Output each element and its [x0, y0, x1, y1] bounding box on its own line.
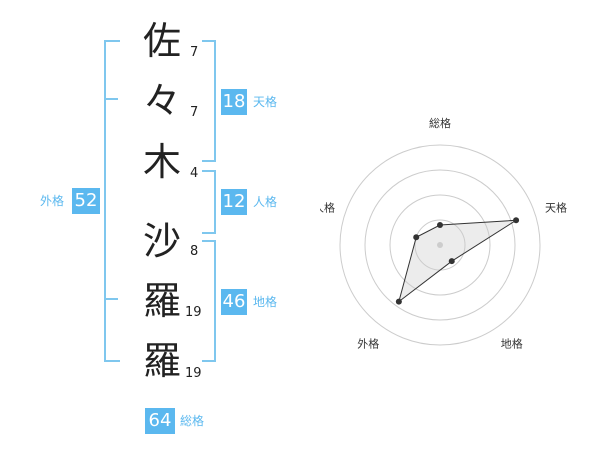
name-char-1: 佐	[142, 19, 181, 63]
name-char-3: 木	[142, 140, 181, 184]
stroke-count-2: 7	[190, 105, 199, 120]
name-char-4: 沙	[142, 219, 181, 263]
radar-ring	[339, 144, 541, 346]
gaikaku-tick-2	[104, 298, 118, 300]
radar-point-4	[395, 298, 402, 305]
stroke-count-5: 19	[185, 305, 202, 320]
stroke-count-1: 7	[190, 45, 199, 60]
radar-point-2	[513, 217, 520, 224]
radar-axis-label-2: 天格	[545, 200, 567, 214]
stroke-count-3: 4	[190, 166, 199, 181]
radar-axis-label-5: 人格	[320, 200, 335, 214]
tenkaku-label: 天格	[253, 95, 278, 109]
radar-area	[397, 219, 517, 303]
radar-ring	[389, 194, 491, 296]
radar-axis-label-3: 地格	[501, 337, 523, 351]
gaikaku-tick-1	[104, 98, 118, 100]
radar-axis-label-4: 外格	[357, 337, 379, 351]
name-char-5: 羅	[142, 279, 181, 323]
radar-point-3	[448, 258, 455, 265]
soukaku-label: 総格	[180, 414, 205, 428]
radar-ring	[364, 169, 516, 321]
name-char-6: 羅	[142, 339, 181, 383]
radar-axis-label-1: 総格	[429, 116, 451, 130]
chikaku-value: 46	[221, 289, 247, 315]
jinkaku-label: 人格	[253, 195, 278, 209]
gaikaku-bracket	[104, 40, 120, 362]
tenkaku-bracket	[202, 40, 216, 162]
tenkaku-value: 18	[221, 89, 247, 115]
name-char-2: 々	[142, 79, 181, 123]
gaikaku-value: 52	[72, 188, 100, 214]
chikaku-label: 地格	[253, 295, 278, 309]
stroke-count-6: 19	[185, 366, 202, 381]
jinkaku-bracket	[202, 170, 216, 234]
radar-center	[437, 242, 443, 248]
soukaku-value: 64	[145, 408, 175, 434]
gaikaku-label: 外格	[40, 194, 65, 208]
stroke-count-4: 8	[190, 244, 199, 259]
radar-point-5	[413, 234, 420, 241]
chikaku-bracket	[202, 240, 216, 362]
radar-point-1	[437, 222, 443, 228]
jinkaku-value: 12	[221, 189, 247, 215]
